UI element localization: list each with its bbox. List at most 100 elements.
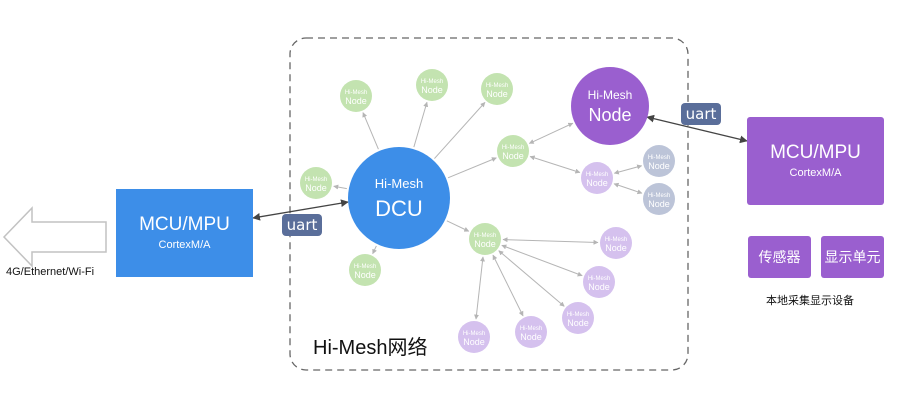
mesh-node-line1: Hi-Mesh [588,276,610,282]
left-mcu-subtitle: CortexM/A [158,238,211,251]
mesh-node-circle [340,80,372,112]
mesh-node-circle [349,254,381,286]
uart-tag-left: uart [282,214,322,236]
mesh-link [333,184,347,190]
mesh-node-line2: Node [605,243,627,253]
mesh-node-line2: Node [648,199,670,209]
hub-node-line2: Node [588,105,631,125]
left-mcu-box: MCU/MPU CortexM/A [116,189,253,277]
mesh-link [362,112,379,150]
mesh-node-line2: Node [588,282,610,292]
mesh-node-line1: Hi-Mesh [421,79,443,85]
right-mcu-subtitle: CortexM/A [789,166,842,179]
dcu-line2: DCU [375,196,423,221]
mesh-link [434,102,486,159]
right-mcu-box: MCU/MPU CortexM/A [747,117,884,205]
uart-link-left [252,199,349,221]
mesh-node-line2: Node [474,239,496,249]
mesh-node-line2: Node [520,332,542,342]
mesh-node-line2: Node [354,270,376,280]
mesh-link [492,254,524,317]
mesh-node-line1: Hi-Mesh [605,237,627,243]
mesh-node-circle [416,69,448,101]
mesh-node-line2: Node [345,96,367,106]
mesh-link [498,250,565,307]
hub-node-line1: Hi-Mesh [588,88,633,102]
mesh-link [501,244,583,277]
mesh-node-line1: Hi-Mesh [502,145,524,151]
dcu-node: Hi-Mesh DCU [348,147,450,249]
mesh-link [528,122,574,144]
mesh-node-line1: Hi-Mesh [474,233,496,239]
local-devices-caption: 本地采集显示设备 [766,295,854,307]
mesh-node-circle [562,302,594,334]
mesh-node-line2: Node [305,183,327,193]
right-mcu-title: MCU/MPU [770,141,861,163]
mesh-node-circle [469,223,501,255]
mesh-node-line1: Hi-Mesh [486,83,508,89]
mesh-node-line1: Hi-Mesh [648,193,670,199]
mesh-link [529,155,581,174]
mesh-node-line1: Hi-Mesh [345,90,367,96]
mesh-link [502,237,599,245]
sensor-label: 传感器 [758,249,801,265]
mesh-node-line1: Hi-Mesh [648,155,670,161]
mesh-node-line1: Hi-Mesh [567,312,589,318]
mesh-node-circle [515,316,547,348]
mesh-node-line1: Hi-Mesh [354,264,376,270]
mesh-network-boundary [289,37,689,371]
mesh-link [446,220,470,232]
uplink-arrow-icon [2,206,107,268]
mesh-node-circle [481,73,513,105]
uart-link-right [646,114,748,144]
mesh-node-line2: Node [421,85,443,95]
uart-tag-right: uart [681,103,721,125]
mesh-node-line1: Hi-Mesh [520,326,542,332]
mesh-link [413,101,429,148]
mesh-node-line2: Node [586,178,608,188]
display-unit-label: 显示单元 [824,249,881,265]
mesh-node-circle [583,266,615,298]
mesh-link [613,182,643,195]
mesh-node-circle [300,167,332,199]
mesh-link [372,245,377,255]
mesh-node-line2: Node [502,151,524,161]
mesh-node-circle [643,145,675,177]
mesh-node-line2: Node [648,161,670,171]
mesh-node-line1: Hi-Mesh [586,172,608,178]
mesh-node-line2: Node [463,337,485,347]
mesh-node-circle [581,162,613,194]
display-unit-box: 显示单元 [821,236,884,278]
uplink-label: 4G/Ethernet/Wi-Fi [6,266,95,278]
mesh-node-circle [497,135,529,167]
mesh-node-circle [600,227,632,259]
mesh-node-line1: Hi-Mesh [305,177,327,183]
mesh-network-label: Hi-Mesh网络 [313,337,428,359]
mesh-node-circle [458,321,490,353]
mesh-node-line1: Hi-Mesh [463,331,485,337]
mesh-link [447,157,497,179]
sensor-box: 传感器 [748,236,811,278]
mesh-link [613,164,643,175]
mesh-link [474,256,485,320]
mesh-node-line2: Node [567,318,589,328]
left-mcu-title: MCU/MPU [139,213,230,235]
mesh-node-line2: Node [486,89,508,99]
dcu-line1: Hi-Mesh [375,176,423,191]
